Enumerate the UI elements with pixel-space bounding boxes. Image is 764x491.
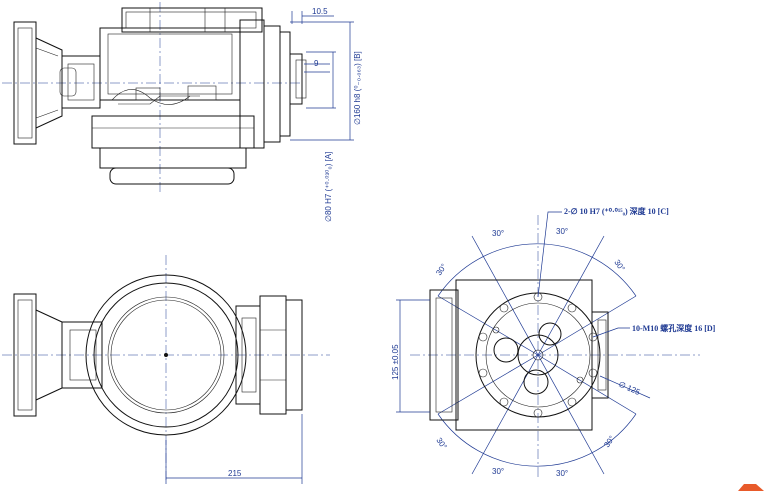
angle-label: 30° bbox=[556, 469, 568, 478]
offset-dimension: 10.5 bbox=[312, 7, 328, 16]
angle-label: 30° bbox=[434, 436, 448, 451]
pin-hole-callout: 2-∅ 10 H7 (⁺⁰·⁰¹⁵₀) 深度 10 [C] bbox=[564, 206, 669, 216]
pin-spacing-dimension: 125 ±0.05 bbox=[391, 344, 400, 380]
step-dimension: 9 bbox=[314, 59, 319, 68]
angle-label: 30° bbox=[602, 434, 616, 449]
top-view: 10.5 9 ∅160 h8 (⁰₋₀.₀₆₃) [B] ∅80 H7 (⁺⁰·… bbox=[2, 2, 362, 222]
pilot-diameter-dimension: ∅80 H7 (⁺⁰·⁰³⁰₀) [A] bbox=[324, 152, 333, 222]
angle-label: 30° bbox=[492, 467, 504, 476]
flange-view: 30° 30° 30° 30° 30° 30° 30° 30° 125 ±0.0… bbox=[391, 206, 716, 480]
bolt-circle-dimension: ∅ 125 bbox=[617, 380, 642, 398]
corner-accent-mark bbox=[738, 484, 764, 491]
angle-label: 30° bbox=[612, 258, 626, 273]
side-view: 215 bbox=[2, 255, 330, 484]
tap-holes-callout: 10-M10 螺孔深度 16 [D] bbox=[632, 323, 716, 333]
angle-label: 30° bbox=[556, 227, 568, 236]
flange-diameter-dimension: ∅160 h8 (⁰₋₀.₀₆₃) [B] bbox=[353, 51, 362, 125]
length-dimension: 215 bbox=[228, 469, 242, 478]
angle-label: 30° bbox=[434, 262, 448, 277]
angle-label: 30° bbox=[492, 229, 504, 238]
